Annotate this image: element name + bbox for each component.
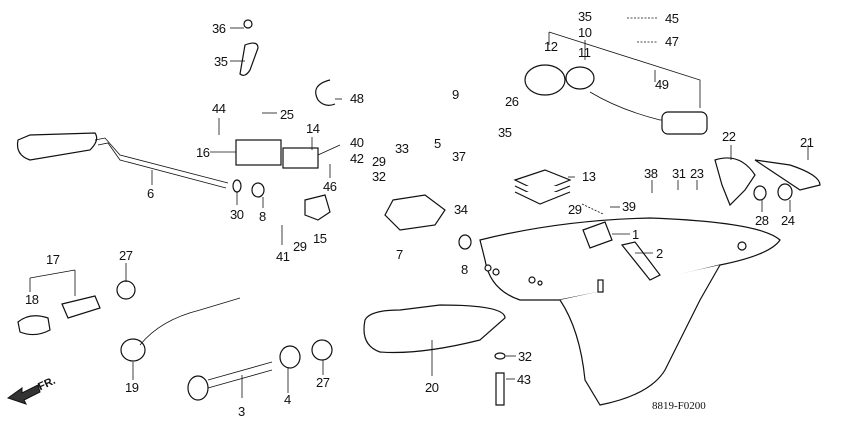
lower-cover-part — [479, 217, 781, 406]
bolt-part — [243, 19, 253, 29]
callout-29b: 29 — [293, 239, 307, 254]
washer-30-part — [232, 179, 242, 193]
callout-41: 41 — [276, 249, 290, 264]
shift-lever-part — [16, 132, 229, 189]
callout-32b: 32 — [518, 349, 532, 364]
callout-44: 44 — [212, 101, 226, 116]
callout-15: 15 — [313, 231, 327, 246]
callout-23: 23 — [690, 166, 704, 181]
cover-22-part — [714, 157, 756, 207]
callout-27: 27 — [119, 248, 133, 263]
callout-45: 45 — [665, 11, 679, 26]
callout-34: 34 — [454, 202, 468, 217]
callout-28: 28 — [755, 213, 769, 228]
clamp-part — [239, 42, 259, 76]
callout-10: 10 — [578, 25, 592, 40]
callout-16: 16 — [196, 145, 210, 160]
switch-17-part — [61, 295, 101, 319]
callout-21: 21 — [800, 135, 814, 150]
cover-21-part — [754, 159, 821, 191]
callout-36: 36 — [212, 21, 226, 36]
washer-28-part — [753, 185, 767, 201]
callout-1: 1 — [632, 227, 639, 242]
callout-48: 48 — [350, 91, 364, 106]
callout-33: 33 — [395, 141, 409, 156]
bolt-43-part — [495, 372, 505, 406]
callout-38: 38 — [644, 166, 658, 181]
callout-31: 31 — [672, 166, 686, 181]
lever-plate-part — [384, 194, 446, 231]
callout-35b: 35 — [498, 125, 512, 140]
callout-11: 11 — [578, 45, 591, 60]
callout-7: 7 — [396, 247, 403, 262]
callout-27b: 27 — [316, 375, 330, 390]
grommet-27b-part — [311, 339, 333, 361]
grommet-27a-part — [116, 280, 136, 300]
diagram-reference-code: 8819-F0200 — [652, 400, 706, 412]
callout-20: 20 — [425, 380, 439, 395]
callout-8: 8 — [259, 209, 266, 224]
callout-19: 19 — [125, 380, 139, 395]
socket-19-part — [120, 338, 146, 362]
boot-part — [17, 315, 51, 336]
part-1 — [582, 221, 613, 249]
pin-3-part — [187, 375, 209, 401]
callout-24: 24 — [781, 213, 795, 228]
callout-5: 5 — [434, 136, 441, 151]
ignition-switch-part — [524, 64, 708, 135]
switch-part — [282, 147, 319, 169]
callout-35: 35 — [214, 54, 228, 69]
collar-8b-part — [458, 234, 472, 250]
callout-46: 46 — [323, 179, 337, 194]
part-2 — [620, 241, 661, 281]
callout-4: 4 — [284, 392, 291, 407]
callout-40: 40 — [350, 135, 364, 150]
callout-6: 6 — [147, 186, 154, 201]
callout-8b: 8 — [461, 262, 468, 277]
callout-9: 9 — [452, 87, 459, 102]
callout-43: 43 — [517, 372, 531, 387]
callout-26: 26 — [505, 94, 519, 109]
callout-12: 12 — [544, 39, 558, 54]
callout-17: 17 — [46, 252, 60, 267]
collar-8-part — [251, 182, 265, 198]
callout-29c: 29 — [568, 202, 582, 217]
collar-24-part — [777, 183, 793, 201]
callout-32: 32 — [372, 169, 386, 184]
callout-13: 13 — [582, 169, 596, 184]
callout-42: 42 — [350, 151, 364, 166]
callout-39: 39 — [622, 199, 636, 214]
callout-35c: 35 — [578, 9, 592, 24]
callout-25: 25 — [280, 107, 294, 122]
carry-handle-part — [363, 304, 506, 354]
arm-part — [304, 194, 331, 221]
callout-29: 29 — [372, 154, 386, 169]
callout-18: 18 — [25, 292, 39, 307]
callout-3: 3 — [238, 404, 245, 419]
washer-32-part — [494, 352, 506, 360]
callout-47: 47 — [665, 34, 679, 49]
callout-2: 2 — [656, 246, 663, 261]
callout-30: 30 — [230, 207, 244, 222]
rubber-mount-part — [513, 169, 572, 205]
leader-lines — [29, 17, 809, 398]
bracket-part — [235, 139, 282, 166]
callout-14: 14 — [306, 121, 320, 136]
callout-37: 37 — [452, 149, 466, 164]
plug-4-part — [279, 345, 301, 369]
callout-22: 22 — [722, 129, 736, 144]
callout-49: 49 — [655, 77, 669, 92]
front-arrow-icon — [6, 384, 41, 405]
clip-part — [315, 79, 336, 106]
